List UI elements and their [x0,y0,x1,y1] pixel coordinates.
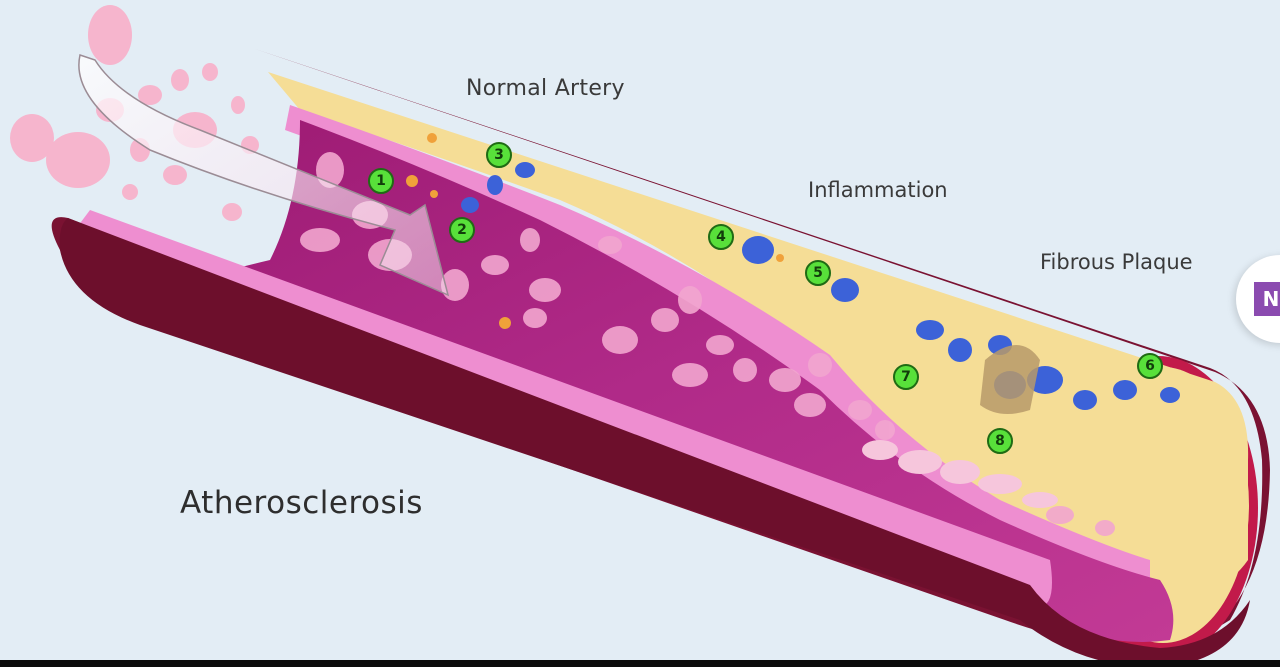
marker-5: 5 [805,260,831,286]
diagram-title: Atherosclerosis [180,485,423,521]
marker-7: 7 [893,364,919,390]
fat-layer [268,72,1249,600]
label-inflammation: Inflammation [808,178,948,202]
label-fibrous-plaque: Fibrous Plaque [1040,250,1193,274]
marker-1: 1 [368,168,394,194]
marker-4: 4 [708,224,734,250]
blood-flow-arrow [78,54,450,297]
marker-3: 3 [486,142,512,168]
marker-6: 6 [1137,353,1163,379]
label-normal-artery: Normal Artery [466,76,625,101]
foam-cells [862,440,1058,508]
lipid-particles [406,133,784,329]
artery-front-wall [59,218,1250,667]
marker-2: 2 [449,217,475,243]
plaque-core [980,345,1040,414]
bottom-bar [0,660,1280,667]
app-tile-icon: N [1254,282,1280,316]
marker-8: 8 [987,428,1013,454]
